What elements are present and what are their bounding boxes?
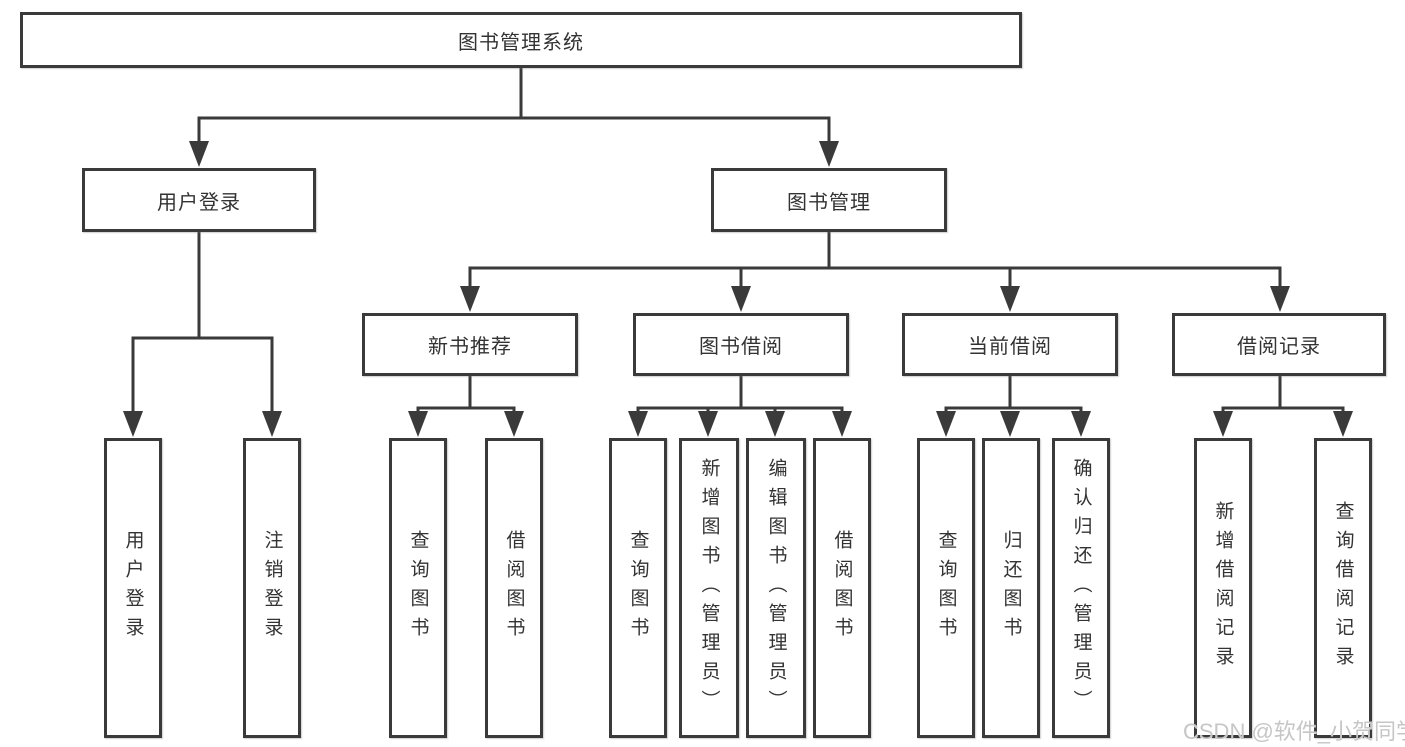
node-label: 借阅记录 bbox=[1237, 336, 1321, 358]
node-borrow-record: 借阅记录 bbox=[1172, 313, 1386, 376]
leaf-query-borrow-record: 查询借阅记录 bbox=[1314, 438, 1372, 738]
leaf-label: 借阅图书 bbox=[503, 530, 525, 646]
leaf-label: 用户登录 bbox=[122, 530, 144, 646]
leaf-label: 借阅图书 bbox=[831, 530, 853, 646]
node-user-login: 用户登录 bbox=[82, 168, 316, 232]
node-label: 新书推荐 bbox=[428, 336, 512, 358]
node-label: 当前借阅 bbox=[968, 336, 1052, 358]
leaf-return-books: 归还图书 bbox=[982, 438, 1040, 738]
leaf-edit-book-admin: 编辑图书（管理员） bbox=[746, 438, 806, 738]
node-current-borrow: 当前借阅 bbox=[902, 313, 1118, 376]
node-book-borrow: 图书借阅 bbox=[633, 313, 849, 376]
node-new-book-recommend: 新书推荐 bbox=[362, 313, 578, 376]
node-label: 图书管理 bbox=[787, 191, 871, 214]
leaf-add-book-admin: 新增图书（管理员） bbox=[679, 438, 739, 738]
leaf-label: 新增图书（管理员） bbox=[698, 457, 720, 719]
node-book-management: 图书管理 bbox=[711, 168, 947, 232]
leaf-borrow-books: 借阅图书 bbox=[813, 438, 871, 738]
leaf-label: 注销登录 bbox=[261, 530, 283, 646]
leaf-label: 查询图书 bbox=[935, 530, 957, 646]
leaf-label: 查询图书 bbox=[407, 530, 429, 646]
node-root-label: 图书管理系统 bbox=[458, 31, 584, 54]
leaf-confirm-return-admin: 确认归还（管理员） bbox=[1052, 438, 1110, 738]
leaf-query-books: 查询图书 bbox=[609, 438, 667, 738]
leaf-label: 新增借阅记录 bbox=[1212, 501, 1234, 675]
node-label: 用户登录 bbox=[157, 191, 241, 214]
leaf-query-books: 查询图书 bbox=[917, 438, 975, 738]
node-root: 图书管理系统 bbox=[20, 12, 1022, 68]
leaf-label: 确认归还（管理员） bbox=[1070, 457, 1092, 719]
leaf-label: 查询图书 bbox=[627, 530, 649, 646]
leaf-user-login: 用户登录 bbox=[104, 438, 162, 738]
leaf-label: 归还图书 bbox=[1000, 530, 1022, 646]
csdn-watermark: CSDN @软件_小贺同学 bbox=[1183, 719, 1405, 744]
leaf-logout: 注销登录 bbox=[243, 438, 301, 738]
leaf-query-books: 查询图书 bbox=[389, 438, 447, 738]
node-label: 图书借阅 bbox=[699, 336, 783, 358]
leaf-add-borrow-record: 新增借阅记录 bbox=[1194, 438, 1252, 738]
leaf-borrow-books: 借阅图书 bbox=[485, 438, 543, 738]
leaf-label: 查询借阅记录 bbox=[1332, 501, 1354, 675]
leaf-label: 编辑图书（管理员） bbox=[765, 457, 787, 719]
